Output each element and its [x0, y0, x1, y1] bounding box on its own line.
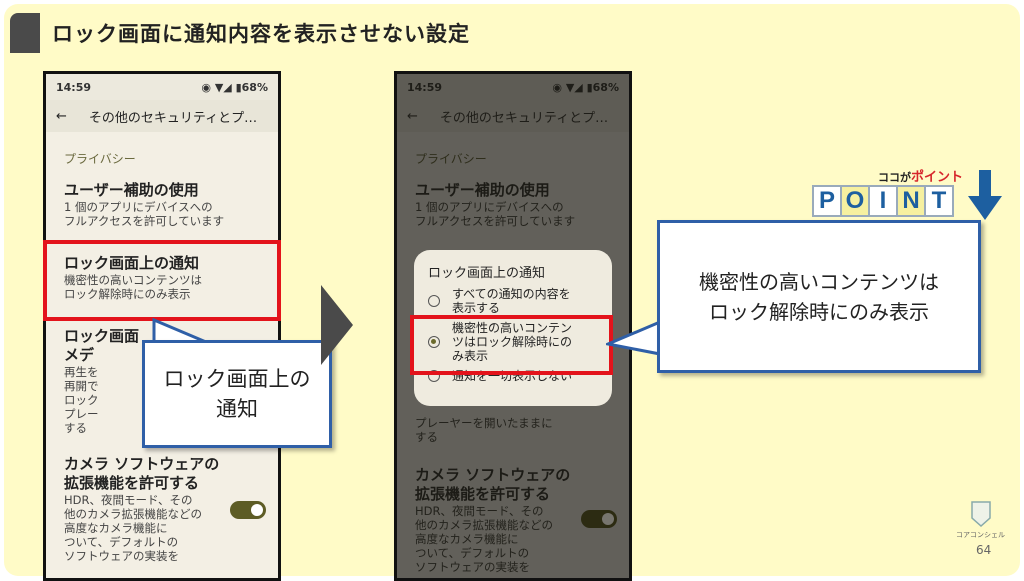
callout-lockscreen-notification: ロック画面上の 通知 [142, 340, 332, 448]
down-arrow-icon [968, 170, 1002, 220]
radio-selected-icon[interactable] [428, 336, 440, 348]
app-bar-title: その他のセキュリティとプ… [88, 110, 258, 126]
setting-subtitle: HDR、夜間モード、その 他のカメラ拡張機能などの 高度なカメラ機能に ついて、… [64, 493, 202, 563]
page-title: ロック画面に通知内容を表示させない設定 [52, 22, 470, 46]
camera-extensions-toggle[interactable] [230, 501, 266, 519]
point-caption: ココがポイント [878, 170, 964, 185]
point-letter: I [868, 185, 898, 217]
app-bar-title: その他のセキュリティとプ… [439, 110, 609, 126]
point-letter: P [812, 185, 842, 217]
setting-subtitle: 1 個のアプリにデバイスへの フルアクセスを許可しています [64, 200, 225, 228]
dialog-title: ロック画面上の通知 [428, 266, 546, 281]
back-arrow-icon[interactable]: ← [56, 108, 67, 124]
setting-subtitle: 1 個のアプリにデバイスへの フルアクセスを許可しています [415, 200, 576, 228]
setting-title: ロック画面上の通知 [64, 254, 200, 272]
status-time: 14:59 [56, 80, 92, 94]
callout-point-explanation: 機密性の高いコンテンツは ロック解除時にのみ表示 [657, 220, 981, 373]
highlight-box [43, 240, 281, 321]
status-time: 14:59 [407, 80, 443, 94]
setting-lockscreen-notifications[interactable]: ロック画面上の通知機密性の高いコンテンツは ロック解除時にのみ表示 [46, 228, 278, 301]
callout-pointer [606, 319, 662, 356]
setting-subtitle: プレーヤーを開いたままに する [415, 416, 553, 444]
setting-title: ユーザー補助の使用 [64, 181, 199, 199]
page-number: 64 [976, 543, 992, 557]
setting-title: カメラ ソフトウェアの 拡張機能を許可する [415, 466, 571, 503]
logo-text: コアコンシェル [956, 531, 1005, 539]
setting-subtitle: HDR、夜間モード、その 他のカメラ拡張機能などの 高度なカメラ機能に ついて、… [415, 504, 553, 574]
back-arrow-icon[interactable]: ← [407, 108, 418, 124]
setting-subtitle: 再生を 再開で ロック プレー する [64, 365, 99, 435]
option-label: すべての通知の内容を 表示する [452, 287, 571, 315]
setting-title: カメラ ソフトウェアの 拡張機能を許可する [64, 455, 220, 492]
title-accent [10, 13, 40, 53]
setting-subtitle: 機密性の高いコンテンツは ロック解除時にのみ表示 [64, 273, 202, 301]
option-hide-sensitive[interactable]: 機密性の高いコンテン ツはロック解除時にの み表示 [428, 321, 598, 363]
highlight-box [410, 315, 613, 375]
logo-shield-icon [971, 501, 991, 528]
status-bar: 14:59 ◉ ▼◢ ▮68% [397, 74, 629, 100]
status-battery: ◉ ▼◢ ▮68% [552, 80, 619, 94]
point-letter: N [896, 185, 926, 217]
app-bar: ← その他のセキュリティとプ… [397, 100, 629, 132]
option-show-all[interactable]: すべての通知の内容を 表示する [428, 287, 598, 315]
section-header: プライバシー [64, 152, 136, 166]
setting-title: ユーザー補助の使用 [415, 181, 550, 199]
radio-icon[interactable] [428, 295, 440, 307]
point-letter: O [840, 185, 870, 217]
phone-screenshot-before: 14:59 ◉ ▼◢ ▮68% ← その他のセキュリティとプ… プライバシー ユーザ… [43, 71, 281, 581]
setting-lockscreen-media[interactable]: ロック画面 メデ再生を 再開で ロック プレー する [46, 301, 278, 435]
option-label: 機密性の高いコンテン ツはロック解除時にの み表示 [452, 321, 573, 363]
section-header: プライバシー [415, 152, 487, 166]
camera-extensions-toggle [581, 510, 617, 528]
setting-lockscreen-media: プレーヤーを開いたままに する [397, 228, 629, 444]
radio-icon[interactable] [428, 370, 440, 382]
status-battery: ◉ ▼◢ ▮68% [201, 80, 268, 94]
next-arrow-icon [321, 285, 353, 365]
app-bar: ← その他のセキュリティとプ… [46, 100, 278, 132]
setting-title: ロック画面 メデ [64, 327, 140, 364]
point-letter: T [924, 185, 954, 217]
status-bar: 14:59 ◉ ▼◢ ▮68% [46, 74, 278, 100]
